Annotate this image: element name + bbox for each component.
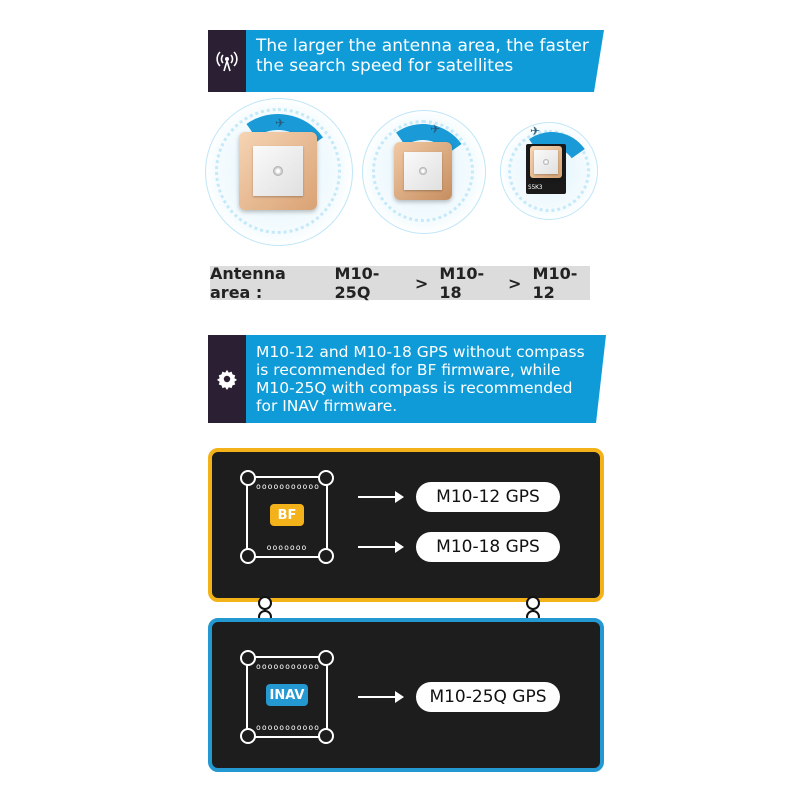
firmware-banner-text: M10-12 and M10-18 GPS without compass is… <box>246 335 606 423</box>
model-m10-12: M10-12 <box>532 264 578 302</box>
antenna-area-comparison: Antenna area : M10-25Q > M10-18 > M10-12 <box>210 264 590 302</box>
banner-line: for INAV firmware. <box>256 397 398 415</box>
antenna-banner-text: The larger the antenna area, the faster … <box>246 30 604 92</box>
module-label: S5K3 <box>528 184 543 191</box>
arrow-icon <box>358 691 404 703</box>
pin-row: ooooooooooo <box>256 662 320 671</box>
bf-chip: BF <box>270 504 304 526</box>
flight-controller-icon: ooooooooooo ooooooo BF <box>240 470 334 564</box>
pin-row: ooooooo <box>266 543 308 552</box>
banner-line: is recommended for BF firmware, while <box>256 361 561 379</box>
gps-m10-18: M10-18 GPS <box>416 532 560 562</box>
plane-icon: ✈ <box>530 124 541 138</box>
arrow-icon <box>358 541 404 553</box>
bf-firmware-panel: ooooooooooo ooooooo BF M10-12 GPS M10-18… <box>208 448 604 602</box>
greater-than: > <box>507 273 522 293</box>
firmware-banner: M10-12 and M10-18 GPS without compass is… <box>208 335 606 423</box>
arrow-icon <box>358 491 404 503</box>
flight-controller-icon: ooooooooooo ooooooooooo INAV <box>240 650 334 744</box>
banner-line: the search speed for satellites <box>256 56 514 76</box>
plane-icon: ✈ <box>275 116 286 130</box>
model-m10-25q: M10-25Q <box>334 264 380 302</box>
gps-m10-12: M10-12 GPS <box>416 482 560 512</box>
antenna-m10-12: ✈ S5K3 <box>500 122 600 222</box>
banner-line: The larger the antenna area, the faster <box>256 36 589 56</box>
inav-chip: INAV <box>266 684 308 706</box>
connector-link <box>258 596 272 624</box>
banner-line: M10-12 and M10-18 GPS without compass <box>256 343 585 361</box>
area-label: Antenna area : <box>210 264 286 302</box>
model-m10-18: M10-18 <box>439 264 485 302</box>
banner-line: M10-25Q with compass is recommended <box>256 379 573 397</box>
inav-firmware-panel: ooooooooooo ooooooooooo INAV M10-25Q GPS <box>208 618 604 772</box>
gps-m10-25q: M10-25Q GPS <box>416 682 560 712</box>
antenna-m10-25q: ✈ <box>205 98 355 248</box>
plane-icon: ✈ <box>430 122 441 136</box>
gear-icon <box>208 335 246 423</box>
greater-than: > <box>414 273 429 293</box>
pin-row: ooooooooooo <box>256 482 320 491</box>
antenna-signal-icon <box>208 30 246 92</box>
antenna-banner: The larger the antenna area, the faster … <box>208 30 604 92</box>
pin-row: ooooooooooo <box>256 723 320 732</box>
connector-link <box>526 596 540 624</box>
antenna-m10-18: ✈ <box>362 110 488 236</box>
